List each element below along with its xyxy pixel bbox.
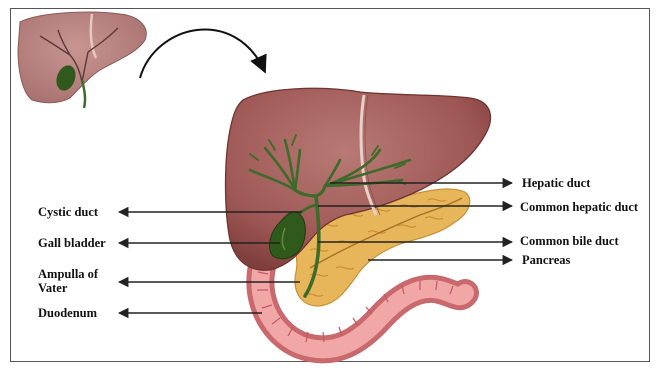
transition-arrow (140, 29, 265, 78)
label-common-bile-duct: Common bile duct (520, 234, 619, 248)
label-common-hepatic-duct: Common hepatic duct (520, 200, 638, 214)
liver-thumbnail (18, 12, 146, 108)
thumbnail-common-duct (82, 80, 85, 108)
label-gall-bladder: Gall bladder (38, 236, 106, 250)
label-cystic-duct: Cystic duct (38, 205, 98, 219)
thumbnail-liver-lobe (18, 12, 146, 103)
label-hepatic-duct: Hepatic duct (522, 176, 590, 190)
label-pancreas: Pancreas (522, 253, 570, 267)
label-ampulla-of-vater: Ampulla of Vater (38, 267, 98, 295)
label-duodenum: Duodenum (38, 306, 97, 320)
